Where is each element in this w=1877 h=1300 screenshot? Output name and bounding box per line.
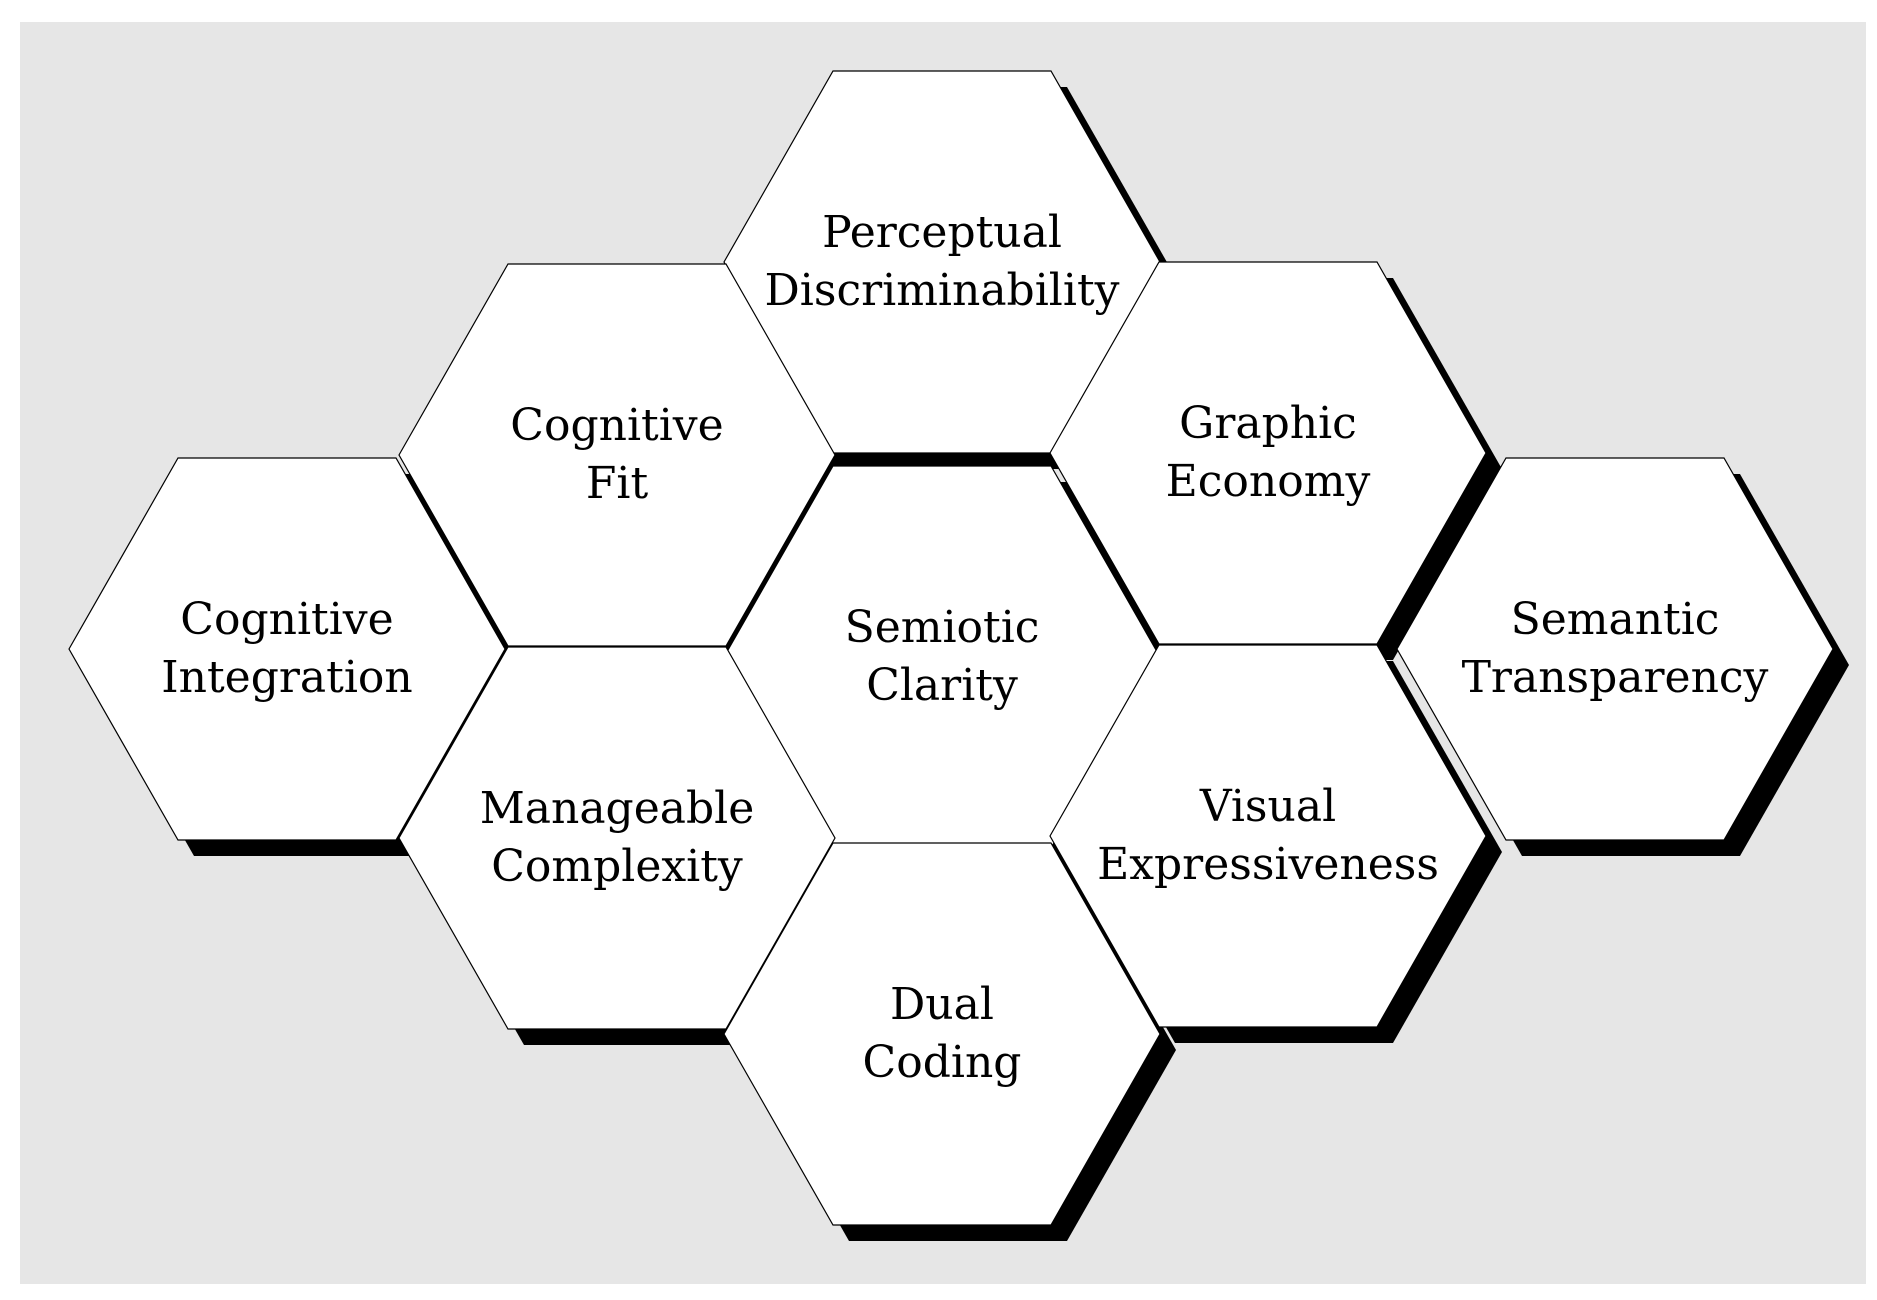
manageable-complexity-label-line-2: Complexity <box>491 841 743 892</box>
graphic-economy-label-line-2: Economy <box>1166 456 1371 507</box>
graphic-economy-label-line-1: Graphic <box>1179 398 1357 449</box>
semiotic-clarity-label-line-1: Semiotic <box>845 602 1040 653</box>
hexagons: SemioticClarityPerceptualDiscriminabilit… <box>68 70 1834 1226</box>
perceptual-discriminability-label-line-2: Discriminability <box>765 265 1120 316</box>
manageable-complexity-label-line-1: Manageable <box>480 783 755 834</box>
dual-coding-hexagon-shape <box>723 842 1161 1226</box>
dual-coding-label-line-1: Dual <box>890 979 994 1030</box>
graphic-economy-hexagon-shape <box>1049 261 1487 645</box>
cognitive-integration-label-line-2: Integration <box>161 652 412 703</box>
cognitive-fit-label-line-2: Fit <box>586 458 649 509</box>
visual-expressiveness-hexagon-shape <box>1049 644 1487 1028</box>
cognitive-integration-label-line-1: Cognitive <box>180 594 393 645</box>
semiotic-clarity-label-line-2: Clarity <box>866 660 1018 711</box>
cognitive-integration-hexagon-shape <box>68 457 506 841</box>
visual-expressiveness-label-line-2: Expressiveness <box>1097 839 1439 890</box>
semantic-transparency-hexagon-shape <box>1396 457 1834 841</box>
semantic-transparency-label-line-2: Transparency <box>1462 652 1769 703</box>
cognitive-fit-label-line-1: Cognitive <box>510 400 723 451</box>
dual-coding-label-line-2: Coding <box>863 1037 1022 1088</box>
perceptual-discriminability-label-line-1: Perceptual <box>822 207 1062 258</box>
manageable-complexity-hexagon-shape <box>398 646 836 1030</box>
semantic-transparency-label-line-1: Semantic <box>1511 594 1720 645</box>
visual-expressiveness-label-line-1: Visual <box>1199 781 1336 832</box>
cognitive-fit-hexagon-shape <box>398 263 836 647</box>
